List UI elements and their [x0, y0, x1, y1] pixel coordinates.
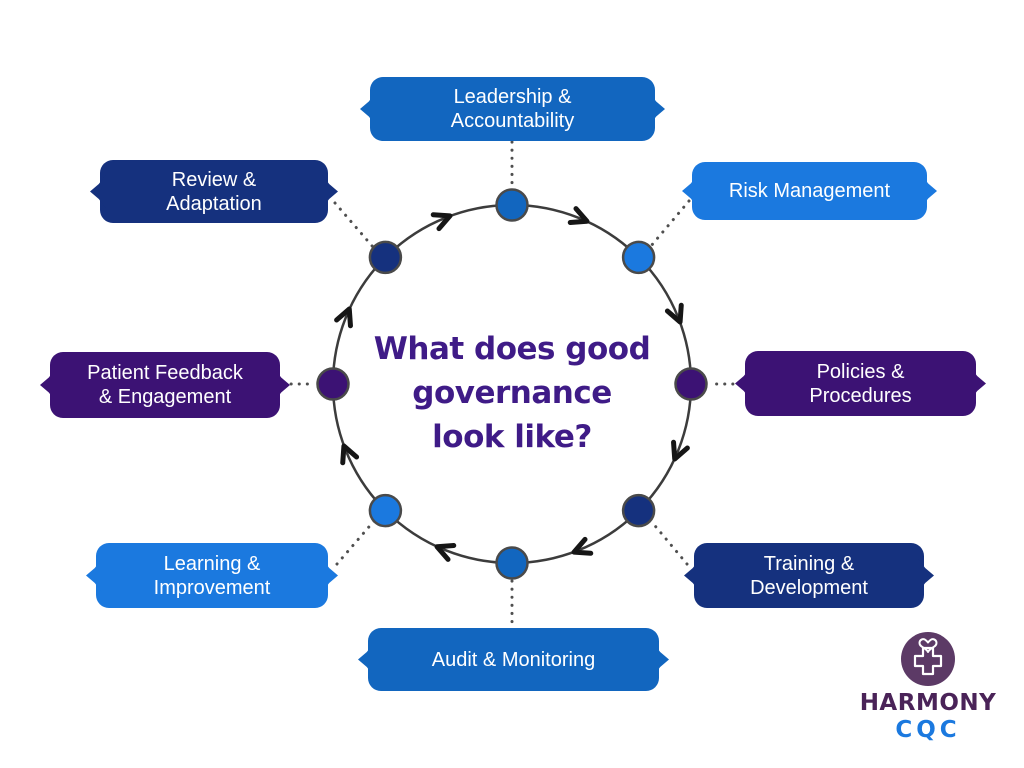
page-title-line: look like?	[432, 419, 592, 456]
page-title: What does good governance look like?	[350, 327, 674, 459]
node-learning-improvement: Learning & Improvement	[96, 543, 328, 608]
cycle-arrow	[430, 212, 453, 232]
node-dot-risk-management	[621, 240, 656, 275]
node-label: Policies &	[816, 360, 905, 383]
brand-name: HARMONY	[859, 690, 997, 716]
heart-cross-icon	[901, 632, 955, 686]
connectors	[281, 140, 743, 626]
node-label: Review &	[171, 168, 257, 191]
node-label: Risk Management	[728, 180, 891, 202]
cross-icon	[913, 646, 943, 676]
node-dot-training-development	[621, 493, 656, 528]
node-label: Improvement	[153, 576, 271, 599]
node-dot-review-adaptation	[368, 240, 403, 275]
node-policies-procedures: Policies & Procedures	[745, 351, 976, 416]
brand-subtitle: CQC	[895, 717, 961, 743]
node-label: Development	[750, 576, 868, 599]
cycle-arrow	[334, 306, 353, 329]
node-risk-management: Risk Management	[692, 162, 927, 220]
cycle-arrow	[567, 206, 590, 225]
node-label: & Engagement	[98, 386, 232, 408]
connector-training-development	[649, 519, 689, 566]
node-label: Accountability	[450, 110, 575, 132]
page-title-line: What does good	[373, 331, 651, 367]
node-dot-leadership-accountability	[495, 188, 529, 222]
node-label: Learning &	[163, 552, 261, 575]
node-training-development: Training & Development	[694, 543, 924, 608]
cycle-arrow	[434, 543, 457, 562]
logo-circle	[901, 632, 955, 686]
brand-logo: HARMONY CQC	[853, 630, 1003, 743]
node-dot-learning-improvement	[368, 493, 403, 528]
node-label: Procedures	[809, 384, 912, 407]
node-patient-feedback-engagement: Patient Feedback & Engagement	[50, 352, 280, 418]
node-label: Patient Feedback	[87, 362, 243, 384]
cycle-arrow	[671, 439, 690, 462]
node-label: Adaptation	[166, 192, 262, 215]
node-review-adaptation: Review & Adaptation	[100, 160, 328, 223]
heart-icon	[918, 638, 938, 653]
node-leadership-accountability: Leadership & Accountability	[370, 77, 655, 141]
connector-learning-improvement	[335, 519, 376, 566]
cycle-arrow	[571, 536, 594, 556]
node-dots	[316, 188, 708, 580]
node-label: Leadership &	[453, 86, 572, 108]
cycle-arrow	[340, 443, 360, 466]
node-dot-policies-procedures	[674, 367, 708, 401]
page-title-line: governance	[412, 375, 612, 412]
connector-review-adaptation	[333, 201, 375, 249]
node-audit-monitoring: Audit & Monitoring	[368, 628, 659, 691]
cycle-arrow	[664, 302, 684, 325]
node-dot-audit-monitoring	[495, 546, 529, 580]
cycle-arrows	[334, 206, 690, 562]
connector-risk-management	[649, 199, 691, 248]
node-label: Audit & Monitoring	[431, 648, 596, 671]
node-label: Training &	[763, 552, 855, 575]
node-dot-patient-feedback-engagement	[316, 367, 350, 401]
